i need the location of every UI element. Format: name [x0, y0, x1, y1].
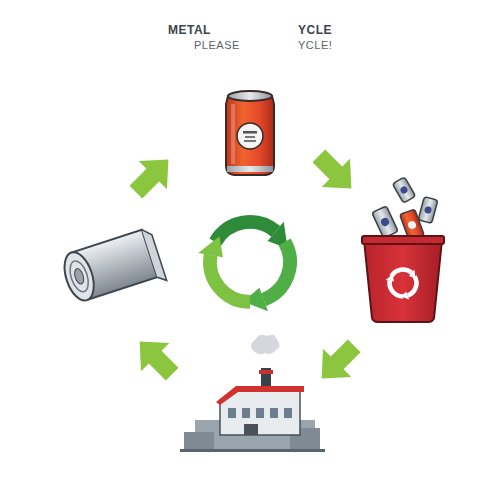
subtitle-word: PLEASE — [194, 39, 240, 51]
cycle-arrow — [307, 332, 368, 393]
metal-sheet-roll — [59, 227, 167, 310]
subtitle-word: YCLE! — [298, 39, 332, 51]
soda-can — [226, 91, 274, 175]
cycle-arrow — [305, 142, 366, 203]
recycle-bin — [362, 236, 444, 322]
cycle-arrow — [125, 327, 186, 388]
cycle-arrow — [122, 145, 183, 206]
title-word: YCLE — [298, 24, 332, 37]
recycle-symbol — [196, 222, 302, 315]
title-word: METAL — [168, 24, 211, 37]
recycling-factory — [180, 335, 325, 452]
falling-cans — [372, 177, 438, 241]
